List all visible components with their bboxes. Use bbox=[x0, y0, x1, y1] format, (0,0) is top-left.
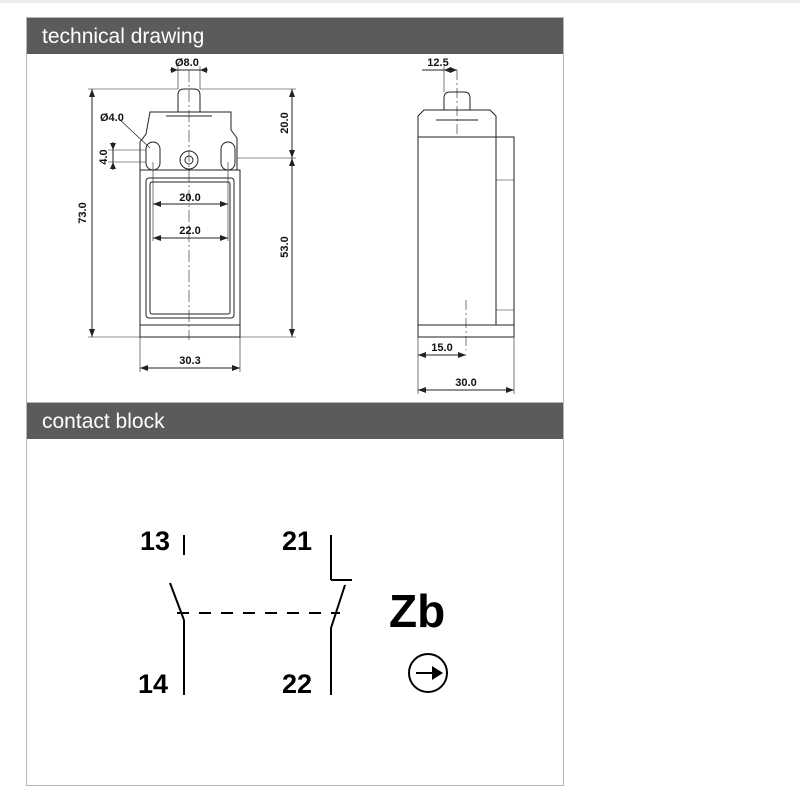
dim-body-height: 53.0 bbox=[279, 236, 291, 257]
dim-plunger-offset: 12.5 bbox=[427, 57, 448, 69]
technical-drawing-panel: technical drawing bbox=[26, 17, 564, 403]
base-front bbox=[139, 324, 241, 338]
terminal-22: 22 bbox=[282, 669, 312, 699]
contact-code: Zb bbox=[389, 585, 445, 637]
contact-schematic bbox=[169, 535, 448, 695]
dim-inner-width: 20.0 bbox=[179, 192, 200, 204]
dim-mount-offset: 15.0 bbox=[431, 342, 452, 354]
section-header-contact-block: contact block bbox=[27, 403, 563, 439]
terminal-14: 14 bbox=[138, 669, 168, 699]
back-plate-side bbox=[495, 136, 515, 326]
contact-13-14 bbox=[169, 582, 185, 621]
terminal-21: 21 bbox=[282, 526, 312, 556]
dim-hole-pitch: 22.0 bbox=[179, 225, 200, 237]
dim-hole-diameter: Ø4.0 bbox=[100, 112, 124, 124]
terminal-13: 13 bbox=[140, 526, 170, 556]
plunger-front bbox=[177, 88, 201, 112]
dim-body-width: 30.3 bbox=[179, 355, 200, 367]
top-divider bbox=[0, 0, 800, 3]
section-header-technical-drawing: technical drawing bbox=[27, 18, 563, 54]
dim-plunger-diameter: Ø8.0 bbox=[175, 57, 199, 69]
body-side bbox=[417, 137, 497, 326]
head-front bbox=[139, 111, 238, 171]
dim-total-height: 73.0 bbox=[77, 202, 89, 223]
contact-block-panel: contact block bbox=[26, 402, 564, 786]
positive-opening-arrow-icon bbox=[408, 653, 448, 693]
dim-plunger-height: 20.0 bbox=[279, 112, 291, 133]
dim-depth: 30.0 bbox=[455, 377, 476, 389]
dim-hole-spacing: 4.0 bbox=[98, 149, 110, 164]
